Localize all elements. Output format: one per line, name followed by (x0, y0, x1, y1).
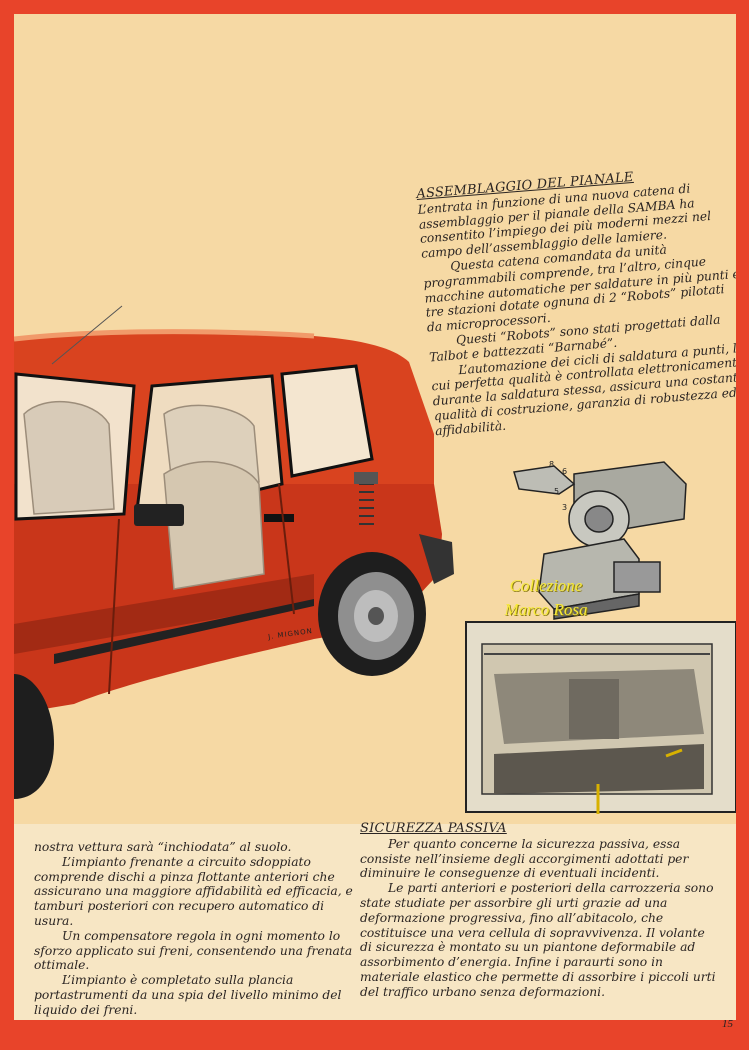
sicurezza-section: SICUREZZA PASSIVA Per quanto concerne la… (360, 821, 720, 1000)
paragraph: Per quanto concerne la sicurezza passiva… (360, 836, 689, 881)
paragraph: nostra vettura sarà “inchiodata” al suol… (34, 840, 292, 854)
watermark-line: Collezione (509, 576, 583, 595)
car-illustration (14, 305, 454, 799)
collection-watermark: Collezione Marco Rosa (480, 574, 612, 622)
brakes-column: nostra vettura sarà “inchiodata” al suol… (34, 840, 364, 1018)
robot-label: 6 (562, 467, 567, 476)
robot-label: 5 (554, 487, 559, 496)
welding-robot-diagram (513, 461, 687, 620)
illustration-layer: 8 6 5 3 (14, 305, 736, 814)
robot-label: 8 (549, 460, 554, 469)
watermark-line: Marco Rosa (504, 600, 588, 619)
brochure-page: 8 6 5 3 J. MIGNON Collezione Marco Rosa … (14, 14, 736, 1022)
assembly-line-photo (465, 621, 736, 814)
paragraph: L’impianto è completato sulla plancia po… (34, 973, 342, 1017)
paragraph: L’impianto frenante a circuito sdoppiato… (34, 854, 353, 928)
robot-part-labels: 8 6 5 3 (549, 460, 567, 512)
page-number: 15 (722, 1018, 733, 1030)
text-panel (14, 824, 736, 1022)
paragraph: Un compensatore regola in ogni momento l… (34, 928, 353, 973)
paragraph: Le parti anteriori e posteriori della ca… (360, 881, 716, 999)
bottom-border (14, 1020, 736, 1030)
assemblaggio-section: ASSEMBLAGGIO DEL PIANALE L’entrata in fu… (416, 163, 736, 439)
robot-label: 3 (562, 503, 567, 512)
section-heading: SICUREZZA PASSIVA (360, 821, 507, 836)
